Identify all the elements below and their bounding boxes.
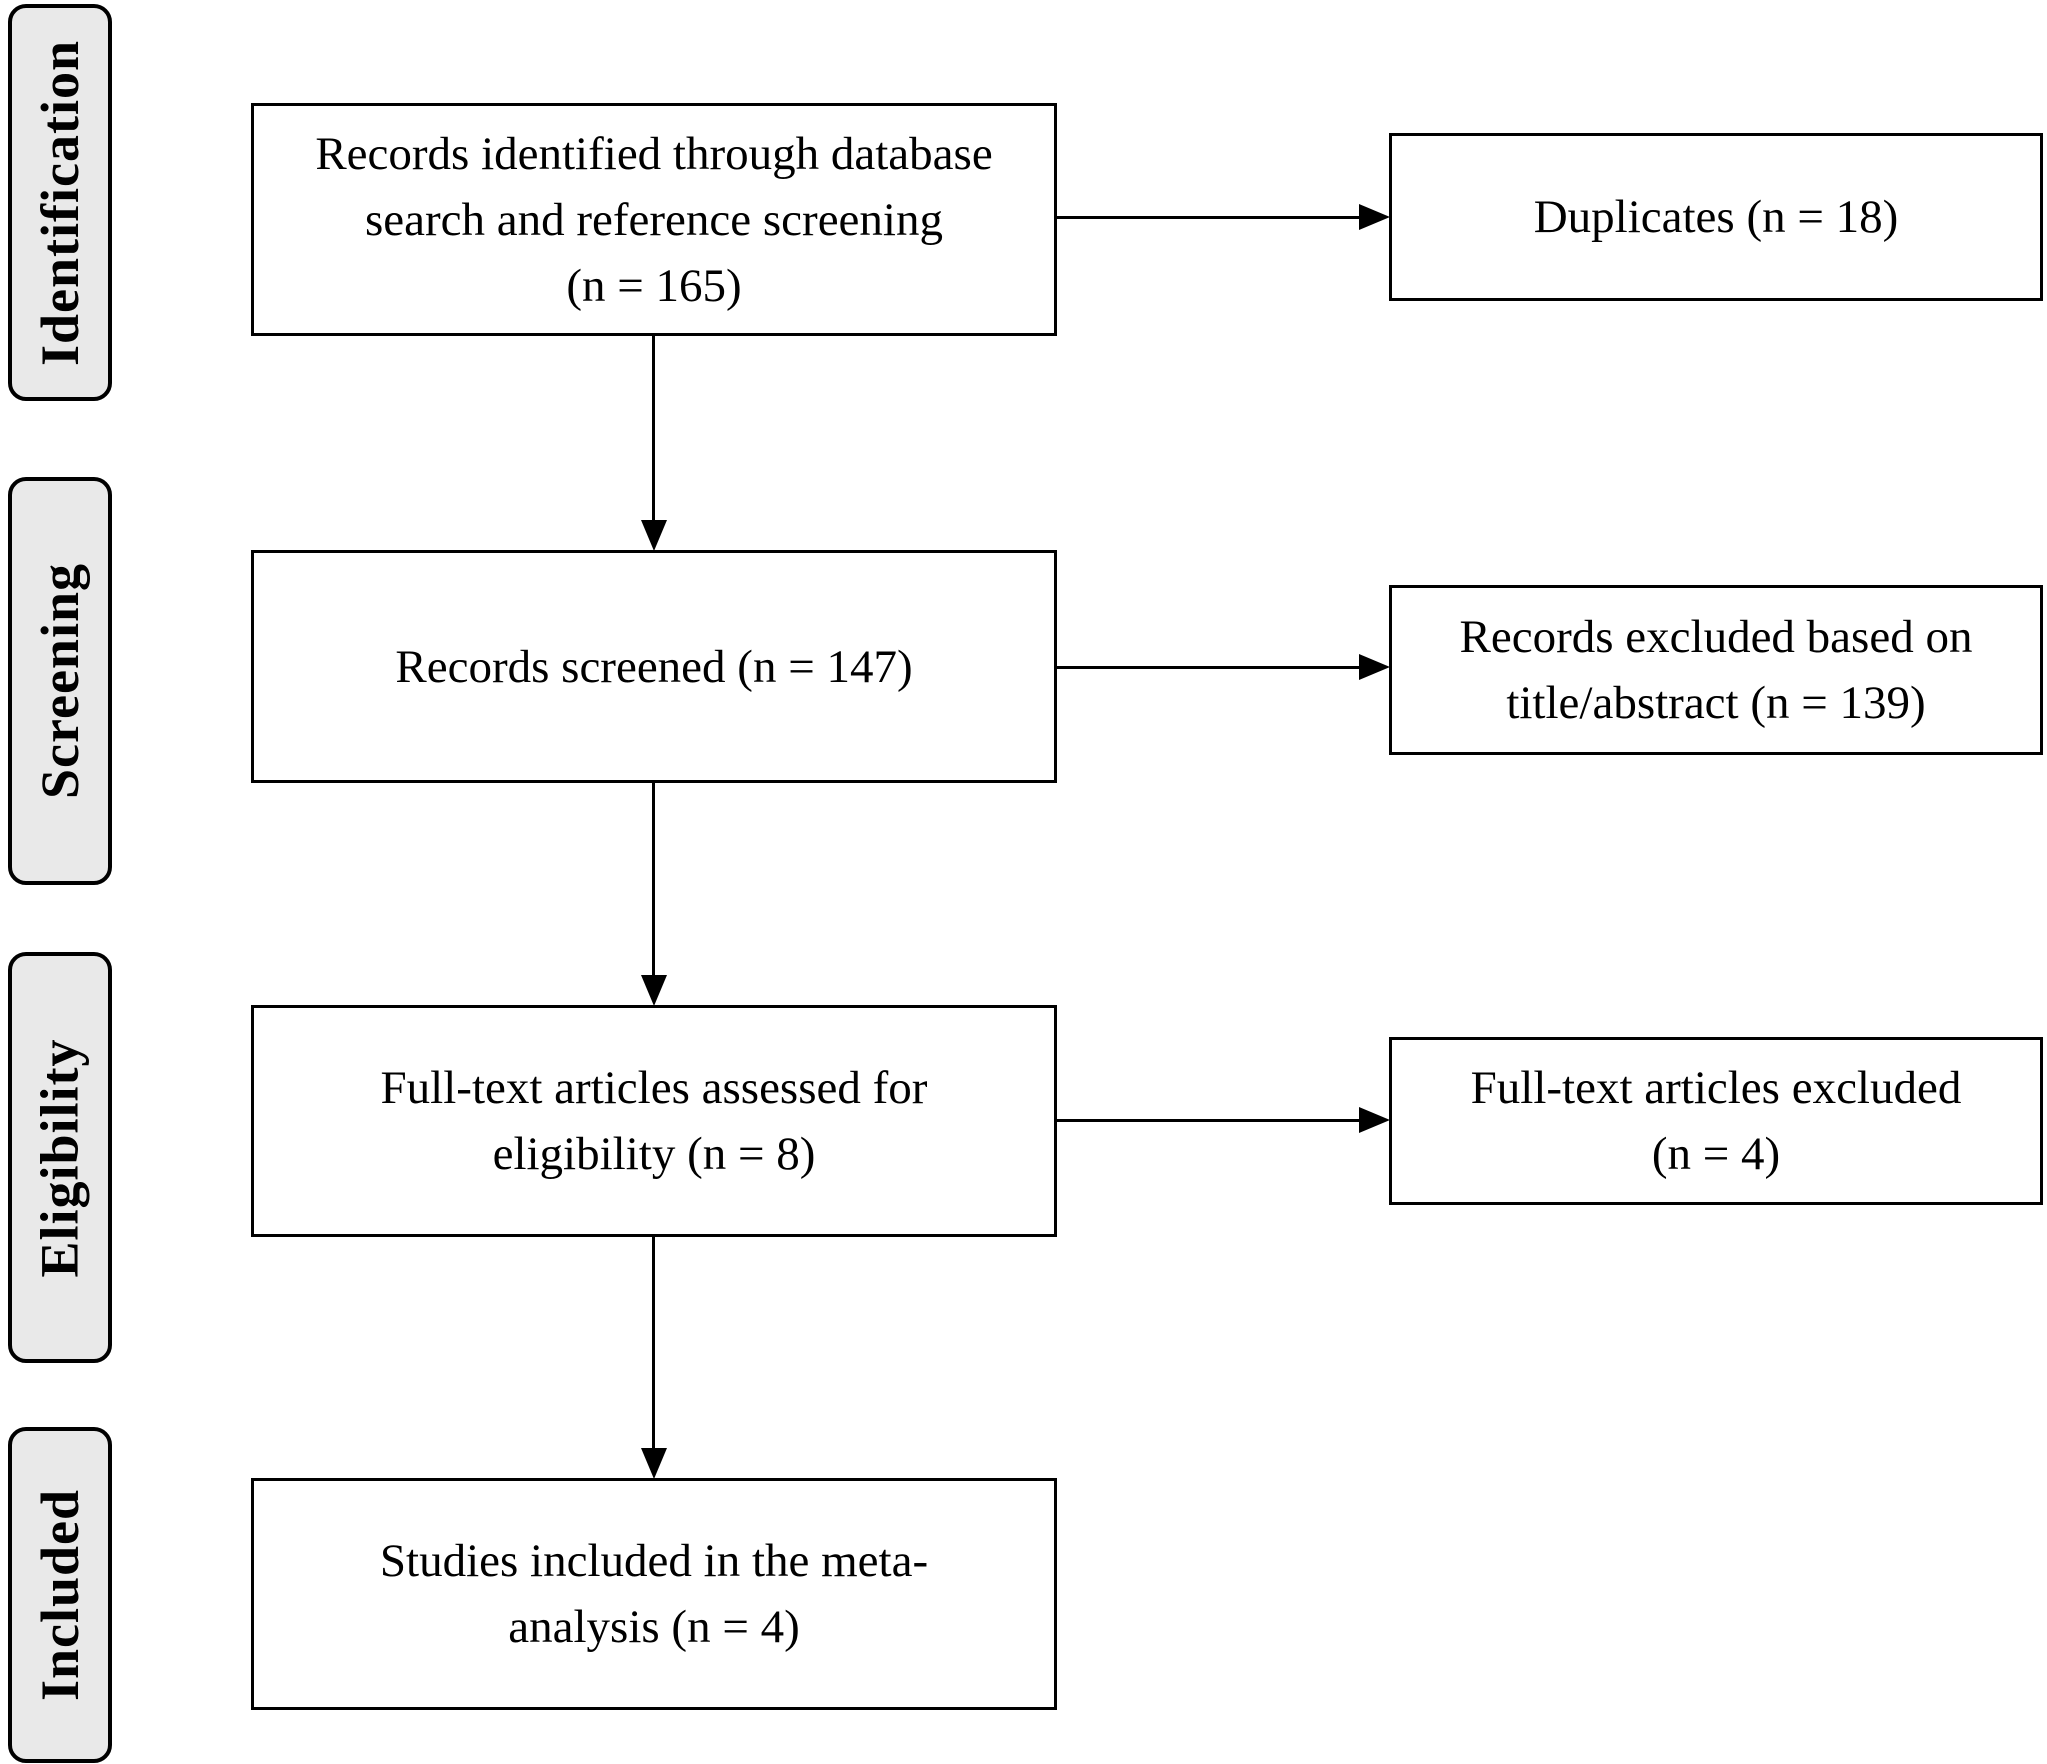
box-studies-included-text: Studies included in the meta- analysis (… <box>379 1535 929 1653</box>
arrow-fulltext-to-excluded-line <box>1057 1119 1360 1122</box>
arrow-screened-to-fulltext-line <box>652 783 655 976</box>
arrowhead-down-icon <box>641 520 667 551</box>
box-studies-included: Studies included in the meta- analysis (… <box>251 1478 1057 1710</box>
box-records-excluded: Records excluded based on title/abstract… <box>1389 585 2043 755</box>
stage-label-included-text: Included <box>30 1488 90 1702</box>
arrowhead-down-icon <box>641 1448 667 1479</box>
box-fulltext-excluded-text: Full-text articles excluded (n = 4) <box>1470 1062 1962 1180</box>
stage-label-identification-text: Identification <box>30 39 91 366</box>
arrowhead-right-icon <box>1359 204 1390 230</box>
box-records-excluded-text: Records excluded based on title/abstract… <box>1459 611 1973 729</box>
arrowhead-down-icon <box>641 975 667 1006</box>
stage-label-included: Included <box>8 1427 112 1763</box>
box-records-identified-text: Records identified through database sear… <box>315 127 993 312</box>
box-duplicates: Duplicates (n = 18) <box>1389 133 2043 301</box>
arrow-screened-to-excluded-line <box>1057 666 1360 669</box>
box-fulltext-excluded: Full-text articles excluded (n = 4) <box>1389 1037 2043 1205</box>
box-records-screened-text: Records screened (n = 147) <box>395 640 913 693</box>
stage-label-eligibility: Eligibility <box>8 952 112 1363</box>
stage-label-screening-text: Screening <box>30 563 90 799</box>
box-fulltext-assessed-text: Full-text articles assessed for eligibil… <box>380 1062 928 1180</box>
arrow-identified-to-screened-line <box>652 336 655 521</box>
stage-label-screening: Screening <box>8 477 112 885</box>
arrow-fulltext-to-included-line <box>652 1237 655 1449</box>
stage-label-identification: Identification <box>8 4 112 401</box>
arrowhead-right-icon <box>1359 654 1390 680</box>
box-records-screened: Records screened (n = 147) <box>251 550 1057 783</box>
box-duplicates-text: Duplicates (n = 18) <box>1533 191 1899 243</box>
stage-label-eligibility-text: Eligibility <box>30 1037 90 1278</box>
box-fulltext-assessed: Full-text articles assessed for eligibil… <box>251 1005 1057 1237</box>
arrow-identified-to-duplicates-line <box>1057 216 1360 219</box>
arrowhead-right-icon <box>1359 1107 1390 1133</box>
box-records-identified: Records identified through database sear… <box>251 103 1057 336</box>
